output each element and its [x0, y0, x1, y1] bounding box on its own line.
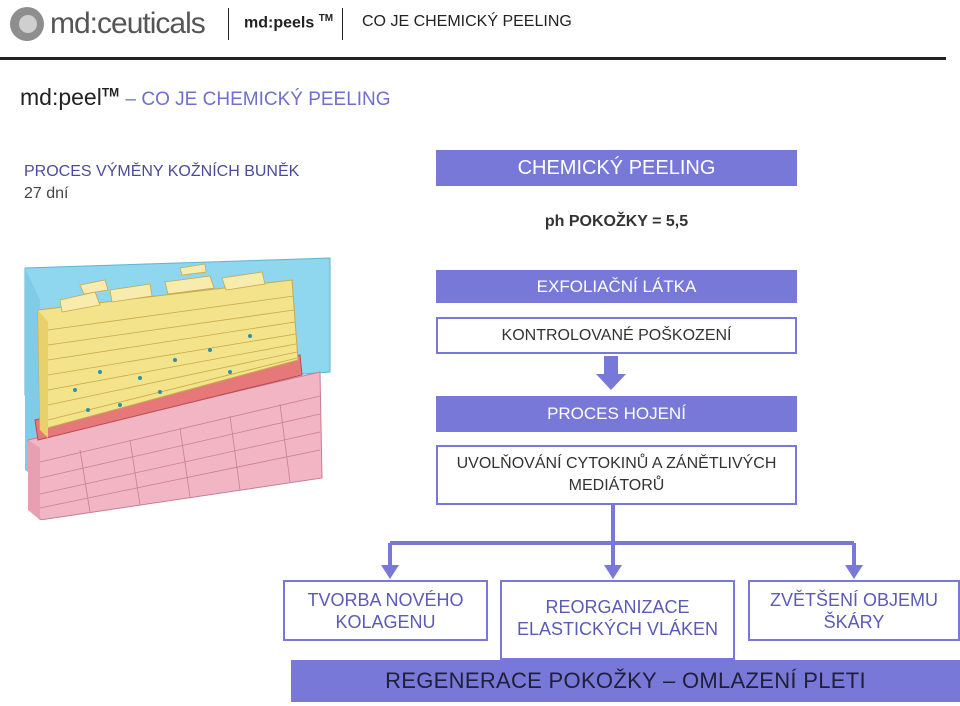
- result-banner: REGENERACE POKOŽKY – OMLAZENÍ PLETI: [291, 660, 960, 702]
- header-rule: [0, 57, 946, 60]
- logo: md:ceuticals: [10, 4, 206, 44]
- header-product-mark: TM: [318, 13, 334, 24]
- header-product: md:peels TM: [244, 13, 333, 32]
- skin-layers-illustration: [24, 257, 331, 520]
- dermis-volume-box: ZVĚTŠENÍ OBJEMU ŠKÁRY: [748, 580, 960, 641]
- header-divider: [342, 8, 343, 40]
- header-title: CO JE CHEMICKÝ PEELING: [362, 13, 572, 30]
- logo-text: md:ceuticals: [50, 7, 206, 40]
- page-title-mark: TM: [101, 85, 120, 100]
- header-product-label: md:peels: [244, 14, 315, 32]
- exfoliant-box: EXFOLIAČNÍ LÁTKA: [436, 270, 797, 303]
- healing-box: PROCES HOJENÍ: [436, 396, 797, 432]
- page-title-main: md:peel: [20, 84, 102, 110]
- branch-arrows: [381, 505, 863, 579]
- page-title: md:peelTM – CO JE CHEMICKÝ PEELING: [20, 84, 391, 111]
- chemical-peeling-box: CHEMICKÝ PEELING: [436, 150, 797, 186]
- process-days: 27 dní: [24, 185, 69, 202]
- ph-label: ph POKOŽKY = 5,5: [544, 213, 689, 230]
- process-title: PROCES VÝMĚNY KOŽNÍCH BUNĚK: [24, 163, 300, 180]
- arrow-down-icon: [596, 356, 626, 390]
- cytokines-box: UVOLŇOVÁNÍ CYTOKINŮ A ZÁNĚTLIVÝCH MEDIÁT…: [436, 445, 797, 505]
- logo-icon: [10, 7, 44, 41]
- page-title-accent: – CO JE CHEMICKÝ PEELING: [125, 89, 391, 110]
- elastic-fibers-box: REORGANIZACE ELASTICKÝCH VLÁKEN: [500, 580, 735, 660]
- controlled-damage-box: KONTROLOVANÉ POŠKOZENÍ: [436, 317, 797, 354]
- header-divider: [228, 8, 229, 40]
- collagen-box: TVORBA NOVÉHO KOLAGENU: [283, 580, 488, 641]
